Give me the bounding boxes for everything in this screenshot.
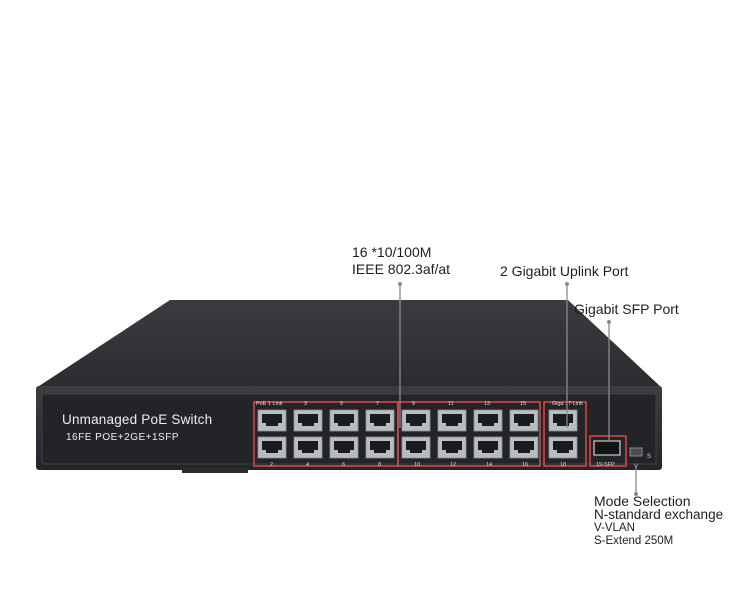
top-port-label: PoE 1 Link [256,401,283,407]
fe-ports-standard: IEEE 802.3af/at [352,261,451,277]
rj45-port-4-socket [298,441,318,453]
rj45-port-12-socket [442,441,462,453]
bottom-port-label: 10 [414,462,420,468]
rj45-port-1-socket [262,414,282,426]
fe-ports-callout: 16 *10/100M IEEE 802.3af/at [352,244,450,278]
top-port-label: 15 [520,401,526,407]
callout-dot-uplink [565,282,569,286]
rj45-port-17-socket [553,414,573,426]
panel-subtitle: 16FE POE+2GE+1SFP [66,432,179,443]
rj45-port-13-socket [478,414,498,426]
bottom-port-label: 12 [450,462,456,468]
foot-left [182,468,218,473]
uplink-ports-outline [543,401,587,467]
gigabit-port-grid [548,409,578,459]
mode-callout: Mode Selection N-standard exchange V-VLA… [594,494,723,548]
mode-v: V-VLAN [594,522,635,534]
top-port-label: 11 [448,401,454,407]
rj45-port-3-socket [298,414,318,426]
rj45-port-14-socket [478,441,498,453]
top-port-label: 9 [412,401,415,407]
sfp-port [593,440,621,456]
top-port-label: 3 [304,401,307,407]
top-port-label: 13 [484,401,490,407]
panel-title: Unmanaged PoE Switch [62,412,213,427]
gigabit-bottom-label: 18 [560,462,566,468]
rj45-port-7-socket [370,414,390,426]
uplink-callout: 2 Gigabit Uplink Port [500,263,629,279]
callout-dot-mode [634,492,638,496]
bottom-port-label: 4 [306,462,309,468]
rj45-port-18-socket [553,441,573,453]
bottom-port-label: 2 [270,462,273,468]
bottom-port-label: 14 [486,462,492,468]
switch-mark-s: S [647,454,651,460]
rj45-port-10-socket [406,441,426,453]
rj45-port-6-socket [334,441,354,453]
fe-ports-outline-right [397,401,541,467]
mode-n: N-standard exchange [594,507,724,522]
fe-port-grid [257,409,539,459]
rj45-port-16-socket [514,441,534,453]
mode-s: S-Extend 250M [594,535,674,547]
top-port-label: 5 [340,401,343,407]
bottom-port-labels: 2 4 6 8 10 12 14 16 [270,462,528,468]
sfp-callout: Gigabit SFP Port [574,301,679,317]
foot-right [218,468,248,473]
rj45-port-5-socket [334,414,354,426]
rj45-port-8-socket [370,441,390,453]
bottom-port-label: 6 [342,462,345,468]
callout-dot-sfp [607,320,611,324]
rj45-port-15-socket [514,414,534,426]
chassis-top [36,300,662,388]
rj45-port-2-socket [262,441,282,453]
rj45-port-11-socket [442,414,462,426]
rj45-port-9-socket [406,414,426,426]
bottom-port-label: 16 [522,462,528,468]
sfp-port-outline [589,435,627,467]
top-port-label: 7 [376,401,379,407]
bottom-port-label: 8 [378,462,381,468]
mode-switch [629,447,643,457]
sfp-label: 19-SFP [596,462,615,468]
mode-title: Mode Selection [594,493,691,509]
top-port-labels: PoE 1 Link 3 5 7 9 11 13 15 [256,401,526,407]
fe-ports-speed: 16 *10/100M [352,244,432,260]
callout-dot-fe [398,282,402,286]
